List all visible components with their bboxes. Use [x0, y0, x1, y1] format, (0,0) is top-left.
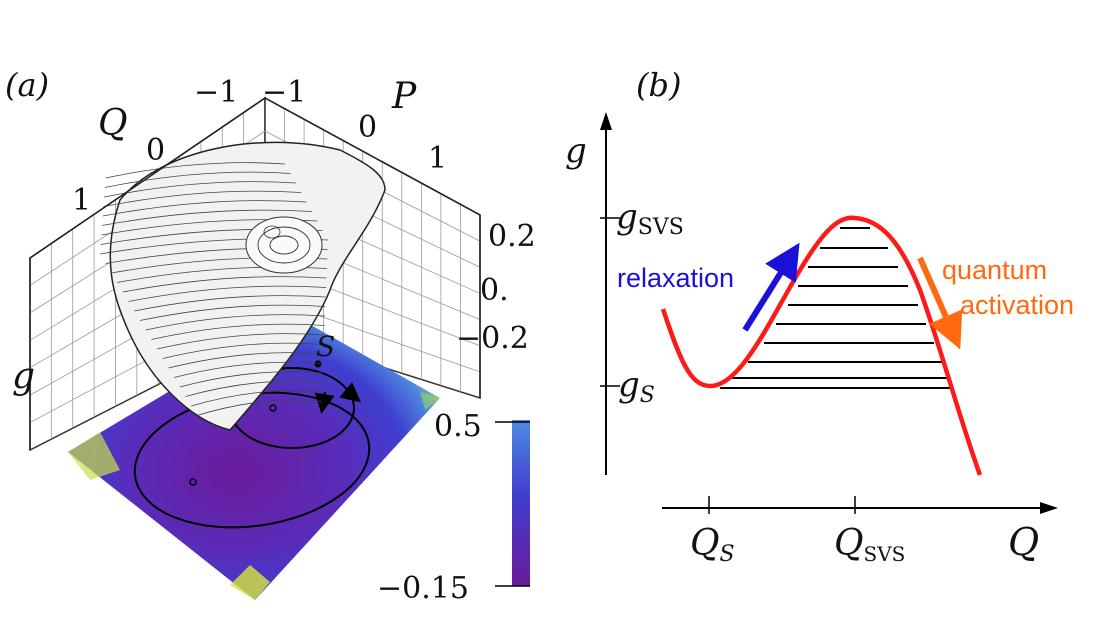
surface-contour [162, 342, 324, 359]
relaxation-arrow [742, 242, 800, 332]
potential-curve [660, 215, 983, 476]
activation-arrow [917, 256, 963, 350]
activation-label-1: quantum [942, 255, 1047, 285]
surface-contour [191, 390, 322, 407]
floor [68, 316, 440, 600]
surface-contour [185, 380, 323, 397]
surface-contour [139, 304, 326, 321]
g-svs-label: gSVS [616, 197, 684, 240]
q-svs-label: QSVS [834, 523, 905, 566]
colorbar-max: 0.5 [434, 409, 482, 444]
p-tick-0: 0 [358, 110, 377, 145]
colorbar-min: −0.15 [377, 571, 469, 606]
g-axis-arrow [600, 112, 612, 130]
q-tick-1: 1 [72, 183, 91, 218]
surface-contour [156, 333, 325, 350]
q-tick-m1: −1 [194, 75, 238, 110]
panel-a-label: (a) [5, 66, 49, 104]
surface-contour [134, 295, 326, 312]
surface-contour [128, 285, 327, 302]
surface-contour [102, 209, 312, 226]
p-tick-1: 1 [428, 141, 447, 176]
surface-contour [102, 200, 307, 217]
axis-frame [29, 97, 481, 450]
axis-q-label: Q [98, 103, 128, 144]
g-s-label: gS [618, 365, 655, 408]
axis-g-label: g [12, 356, 35, 397]
axis-q-label-b: Q [1008, 520, 1039, 564]
g-tick-02: 0.2 [488, 219, 536, 254]
q-s-label: QS [690, 523, 735, 567]
surface-contour [105, 162, 285, 179]
surface [99, 141, 386, 431]
surface-contour [103, 190, 302, 207]
q-axis-arrow [1040, 502, 1058, 514]
surface-contour [104, 181, 296, 198]
surface-contour [174, 361, 324, 378]
axis-p-label: P [391, 76, 417, 117]
panel-b-label: (b) [636, 66, 681, 104]
panel-a: (a) Q P g 1 0 −1 −1 0 1 0.2 0. −0.2 S 0.… [5, 66, 536, 606]
surface-contour [196, 399, 322, 416]
axis-g-label-b: g [565, 131, 587, 171]
surface-contour [122, 276, 327, 293]
q-tick-0: 0 [146, 133, 165, 168]
relaxation-label: relaxation [617, 263, 734, 293]
point-s-label: S [316, 330, 335, 363]
g-tick-m02: −0.2 [456, 321, 529, 356]
surface-contour [168, 352, 324, 369]
energy-levels [720, 227, 952, 389]
surface-contour [104, 171, 291, 188]
surface-contour [145, 314, 325, 331]
p-tick-m1: −1 [262, 75, 306, 110]
g-tick-0: 0. [480, 273, 509, 308]
surface-contour [179, 371, 323, 388]
activation-label-2: activation [960, 290, 1074, 320]
panel-b: (b) g Q gSVS gS QS QSVS relaxation quant… [565, 66, 1074, 567]
colorbar: 0.5 −0.15 [377, 409, 530, 606]
surface-contour [151, 323, 325, 340]
